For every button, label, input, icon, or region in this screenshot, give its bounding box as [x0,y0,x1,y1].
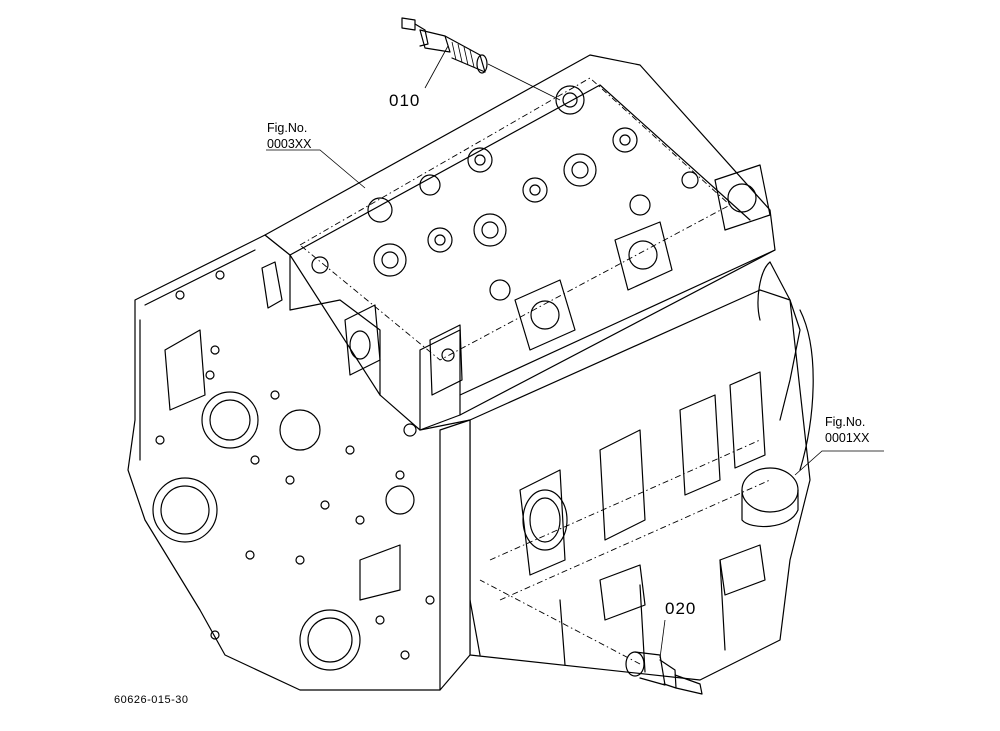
fig-ref-head-label: Fig.No. [267,121,308,135]
fig-ref-head: Fig.No. 0003XX [267,120,311,152]
fig-ref-head-number: 0003XX [267,137,312,151]
cylinder-head [261,54,776,431]
callout-020: 020 [665,599,697,618]
fig-ref-block-label: Fig.No. [825,415,866,429]
valve-seats [311,85,699,301]
leader-lines [266,45,884,665]
sensor-010 [401,17,488,74]
drawing-code: 60626-015-30 [114,694,189,706]
engine-block [469,261,814,681]
exhaust-ports [514,164,771,351]
fig-ref-block: Fig.No. 0001XX [825,414,869,446]
callout-010: 010 [389,91,421,110]
fig-ref-block-number: 0001XX [825,431,870,445]
sensor-020 [625,651,703,695]
front-plate [127,234,471,691]
